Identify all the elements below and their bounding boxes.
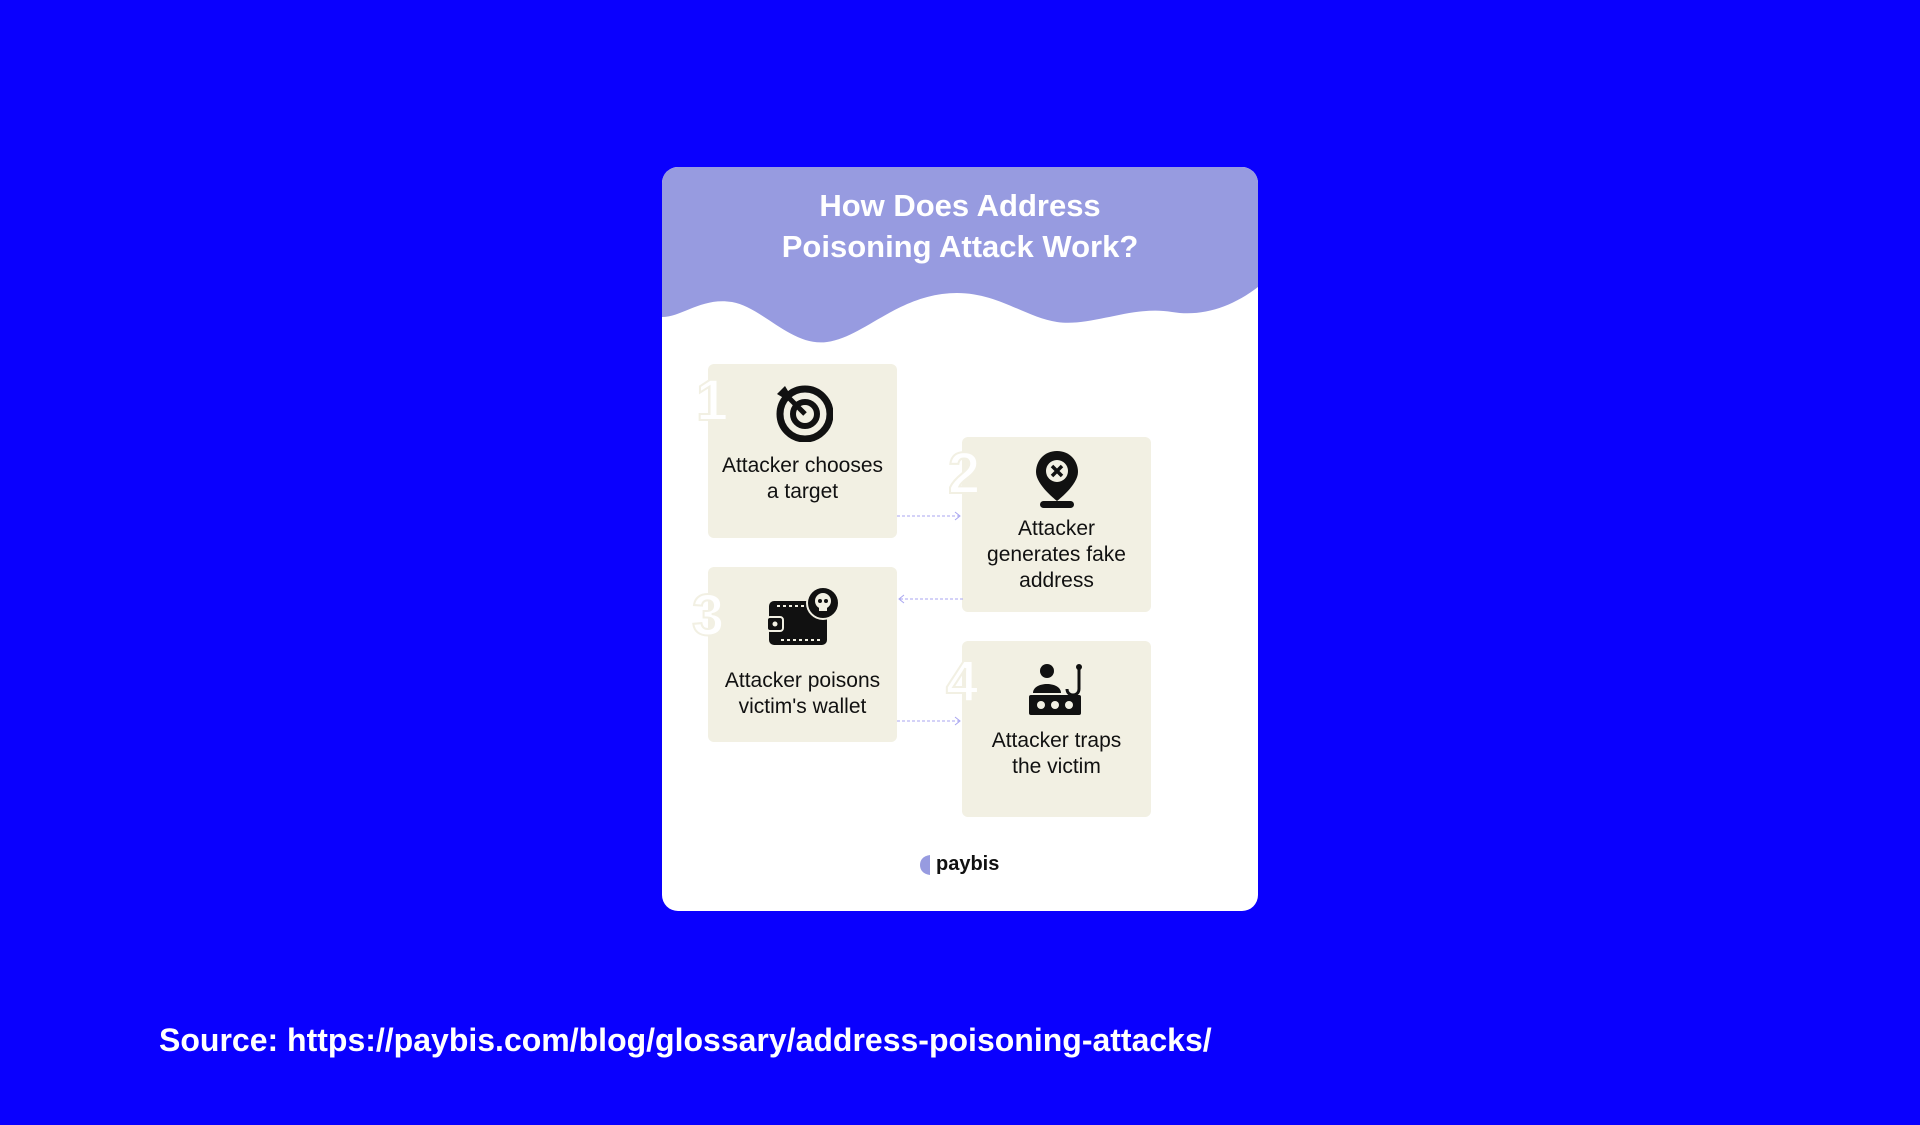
arrow-3-to-4 — [897, 716, 961, 726]
header-wave — [662, 167, 1258, 343]
page-title: How Does Address Poisoning Attack Work? — [662, 185, 1258, 267]
arrow-2-to-3 — [898, 594, 963, 604]
target-icon — [776, 385, 833, 442]
step-number: 3 — [691, 583, 725, 648]
title-line-2: Poisoning Attack Work? — [781, 229, 1139, 264]
step-number: 4 — [945, 649, 979, 714]
paybis-logo-icon — [920, 854, 930, 875]
step-number: 2 — [947, 441, 981, 506]
logo-text: paybis — [936, 853, 1000, 875]
infographic-card: How Does Address Poisoning Attack Work? … — [662, 167, 1258, 911]
paybis-logo: paybis — [920, 853, 999, 876]
location-pin-x-icon — [1035, 451, 1078, 508]
wallet-skull-icon — [766, 587, 839, 645]
phishing-hook-icon — [1028, 664, 1082, 715]
arrow-1-to-2 — [897, 511, 961, 521]
step-number: 1 — [695, 368, 729, 433]
source-caption: Source: https://paybis.com/blog/glossary… — [159, 1022, 1212, 1058]
title-line-1: How Does Address — [819, 188, 1101, 223]
